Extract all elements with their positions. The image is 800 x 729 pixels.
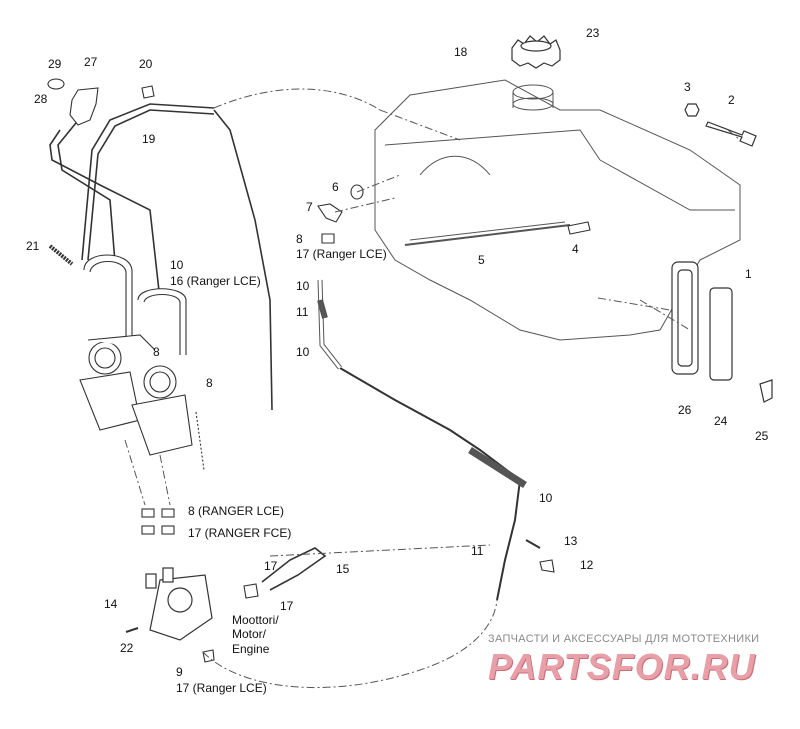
clamp-17a <box>321 233 335 244</box>
engine-note-line1: Moottori/ <box>232 613 279 627</box>
callout-23: 23 <box>586 26 600 40</box>
engine-note-line3: Engine <box>232 642 270 656</box>
callout-10-lower: 10 <box>539 491 553 505</box>
watermark-logo: PARTSFOR.RU <box>488 646 756 687</box>
callout-2: 2 <box>728 93 735 107</box>
connector-13 <box>525 539 541 549</box>
callout-21: 21 <box>26 239 40 253</box>
clamp-8-upper <box>141 508 155 518</box>
callout-25: 25 <box>755 429 769 443</box>
callout-17-tank: 17 (Ranger LCE) <box>296 247 387 261</box>
gas-cap <box>511 35 561 69</box>
bolt <box>684 103 757 147</box>
callout-14: 14 <box>104 597 118 611</box>
fuel-line-10-right <box>213 109 273 411</box>
fuel-pump <box>125 567 213 641</box>
fuel-line-19 <box>81 103 215 261</box>
callout-22: 22 <box>120 641 134 655</box>
callout-28: 28 <box>34 92 48 106</box>
callout-6: 6 <box>332 180 339 194</box>
return-line-10 <box>339 367 522 601</box>
callout-15: 15 <box>336 562 350 576</box>
elbow-7 <box>317 203 343 223</box>
callout-4: 4 <box>572 242 579 256</box>
callout-17-pump: 17 <box>280 599 294 613</box>
callout-5: 5 <box>478 253 485 267</box>
callout-12: 12 <box>580 558 594 572</box>
callout-8-ranger: 8 (RANGER LCE) <box>188 504 285 518</box>
engine-note-line2: Motor/ <box>232 627 267 641</box>
valve-27 <box>69 87 99 126</box>
callout-8-carb-a: 8 <box>153 345 160 359</box>
washer-29 <box>47 78 65 90</box>
callout-8-tank: 8 <box>296 232 303 246</box>
carburetors <box>79 254 205 471</box>
callout-11-upper: 11 <box>296 305 309 319</box>
callout-19: 19 <box>142 132 156 146</box>
clip-12 <box>539 559 555 573</box>
callout-3: 3 <box>684 80 691 94</box>
callout-24: 24 <box>714 414 728 428</box>
callout-17-ranger-fce: 17 (RANGER FCE) <box>188 526 292 540</box>
callout-11-lower: 11 <box>471 544 484 558</box>
callout-7: 7 <box>306 200 313 214</box>
callout-17-line: 17 <box>264 559 278 573</box>
callout-13: 13 <box>564 534 578 548</box>
callout-10-upper: 10 <box>296 279 310 293</box>
callout-16: 16 (Ranger LCE) <box>170 274 261 288</box>
clamp-17-pump <box>243 583 259 599</box>
callout-18: 18 <box>454 45 468 59</box>
callout-8-carb-b: 8 <box>206 376 213 390</box>
callout-10-mid: 10 <box>296 345 310 359</box>
spring-21 <box>48 244 74 266</box>
callout-1: 1 <box>745 267 752 281</box>
callout-27: 27 <box>84 55 98 69</box>
callout-26: 26 <box>678 403 692 417</box>
callout-20: 20 <box>139 57 153 71</box>
fitting-4 <box>567 221 591 235</box>
callout-17-bottom: 17 (Ranger LCE) <box>176 681 267 695</box>
cap-20 <box>141 85 155 99</box>
tank-strap <box>671 261 773 403</box>
callout-29: 29 <box>48 57 62 71</box>
watermark-tagline: ЗАПЧАСТИ И АКСЕССУАРЫ ДЛЯ МОТОТЕХНИКИ <box>488 633 760 645</box>
callout-9: 9 <box>176 665 183 679</box>
callout-10-carb: 10 <box>170 258 184 272</box>
